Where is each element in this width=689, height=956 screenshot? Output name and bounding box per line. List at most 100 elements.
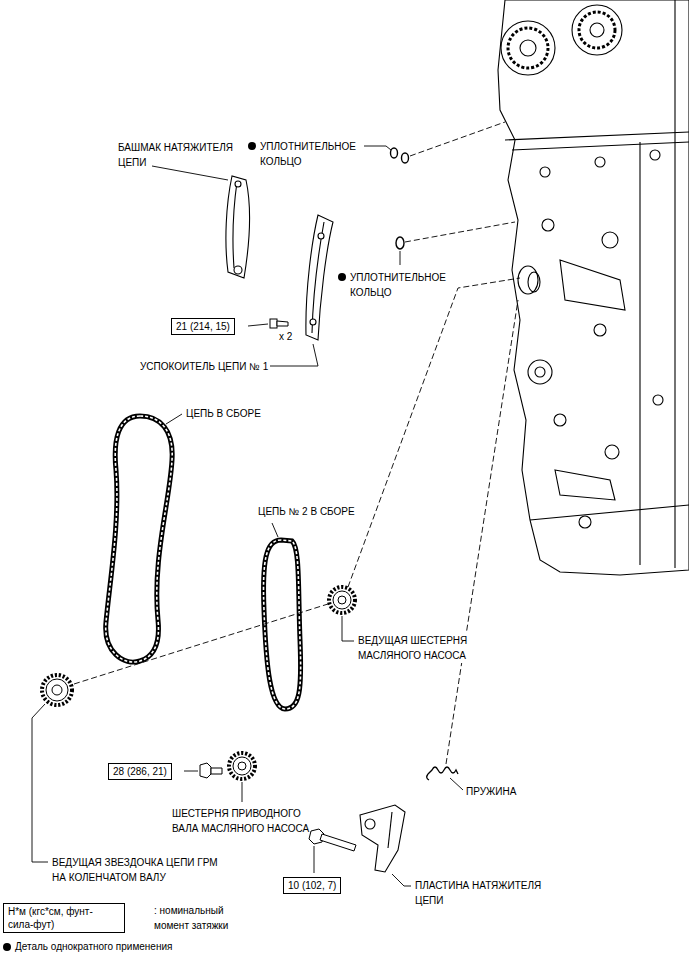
engine-block xyxy=(528,272,540,292)
part-label: УПЛОТНИТЕЛЬНОЕ КОЛЬЦО xyxy=(350,270,460,300)
leader-line xyxy=(314,846,315,873)
sprocket xyxy=(238,762,246,770)
engine-block xyxy=(554,414,566,426)
part-label: : номинальный момент затяжки xyxy=(154,903,239,933)
alignment-line xyxy=(446,300,518,764)
engine-block xyxy=(520,40,536,56)
part-label: x 2 xyxy=(279,329,292,344)
sprocket xyxy=(338,596,346,604)
engine-block xyxy=(605,445,619,459)
tensioner-slipper xyxy=(233,182,237,268)
alignment-line xyxy=(74,604,328,684)
torque-box: 28 (286, 21) xyxy=(108,763,172,780)
leader-line xyxy=(242,782,243,802)
torque-box: 21 (214, 15) xyxy=(171,318,235,335)
one-time-bullet xyxy=(338,273,346,281)
sprocket xyxy=(229,753,255,779)
chain-damper xyxy=(310,319,316,325)
engine-block xyxy=(498,0,689,575)
engine-block xyxy=(501,21,555,75)
legend-text: Деталь однократного применения xyxy=(15,940,172,954)
sprocket xyxy=(233,757,251,775)
spring xyxy=(428,767,458,774)
bolt xyxy=(211,768,222,774)
torque-box: 10 (102, 7) xyxy=(283,877,341,894)
engine-block xyxy=(498,0,689,575)
part-label: ПЛАСТИНА НАТЯЖИТЕЛЯ ЦЕПИ xyxy=(415,878,555,908)
leader-line xyxy=(32,704,48,862)
bolt xyxy=(270,319,277,328)
alignment-line xyxy=(405,222,515,242)
part-label: ШЕСТЕРНЯ ПРИВОДНОГО ВАЛА МАСЛЯНОГО НАСОС… xyxy=(172,806,320,836)
sprocket xyxy=(42,587,355,779)
tensioner-slipper xyxy=(226,176,250,278)
engine-block xyxy=(594,324,606,336)
o-ring xyxy=(391,148,409,249)
leader-line xyxy=(248,324,268,326)
engine-block xyxy=(535,367,545,377)
sprocket xyxy=(333,591,351,609)
engine-block xyxy=(528,360,552,384)
leader-line xyxy=(184,771,198,772)
legend-swatch xyxy=(3,943,11,951)
o-ring xyxy=(391,148,398,158)
part-label: ВЕДУЩАЯ ШЕСТЕРНЯ МАСЛЯНОГО НАСОСА xyxy=(358,633,483,663)
spring xyxy=(427,774,429,780)
engine-block xyxy=(542,219,554,231)
engine-block xyxy=(579,516,591,528)
tensioner-slipper xyxy=(235,181,241,187)
part-label: ЦЕПЬ В СБОРЕ xyxy=(186,406,261,421)
o-ring xyxy=(402,153,409,163)
tensioner-plate xyxy=(360,805,405,872)
tensioner-plate xyxy=(360,805,405,872)
engine-block xyxy=(595,157,605,167)
leader-line xyxy=(364,146,391,150)
chain-damper xyxy=(306,215,333,340)
engine-block xyxy=(602,232,618,248)
part-label: ЦЕПЬ № 2 В СБОРЕ xyxy=(258,504,355,519)
torque-value: 21 (214, 15) xyxy=(176,320,230,333)
engine-block xyxy=(512,142,689,150)
engine-block xyxy=(530,505,689,520)
chain-damper xyxy=(306,215,333,340)
timing-chain xyxy=(264,540,301,709)
engine-block xyxy=(590,23,604,37)
timing-chain xyxy=(264,540,301,709)
leader-line xyxy=(152,166,228,180)
sprocket xyxy=(52,685,62,695)
tensioner-slipper xyxy=(226,176,250,278)
leader-line xyxy=(270,344,318,366)
tensioner-plate xyxy=(365,819,375,829)
one-time-bullet xyxy=(248,142,256,150)
spring xyxy=(427,767,458,780)
leader-line xyxy=(166,414,182,424)
part-label: ВЕДУЩАЯ ЗВЕЗДОЧКА ЦЕПИ ГРМ НА КОЛЕНЧАТОМ… xyxy=(52,855,230,885)
o-ring xyxy=(396,237,404,249)
engine-block xyxy=(505,132,689,140)
alignment-line xyxy=(410,122,505,156)
part-label: УПЛОТНИТЕЛЬНОЕ КОЛЬЦО xyxy=(260,139,370,169)
tensioner-plate xyxy=(388,812,392,848)
leader-line xyxy=(32,146,463,886)
leader-line xyxy=(400,251,401,265)
engine-block xyxy=(579,12,615,48)
legend-box: Н*м (кгс*см, фунт- сила-фут) xyxy=(3,903,125,933)
sprocket xyxy=(46,679,68,701)
chain-damper xyxy=(318,233,324,239)
bolt xyxy=(200,763,211,778)
leader-line xyxy=(392,874,411,886)
bolt xyxy=(320,834,356,851)
torque-value: Н*м (кгс*см, фунт- сила-фут) xyxy=(8,905,120,931)
sprocket xyxy=(329,587,355,613)
legend-row: Деталь однократного применения xyxy=(3,940,172,954)
engine-block xyxy=(653,395,663,405)
engine-block xyxy=(508,28,548,68)
engine-block xyxy=(560,260,625,310)
engine-block xyxy=(540,167,550,177)
tensioner-slipper xyxy=(234,266,242,274)
bolt xyxy=(277,321,288,326)
engine-block xyxy=(674,0,675,568)
timing-chain xyxy=(106,416,172,662)
